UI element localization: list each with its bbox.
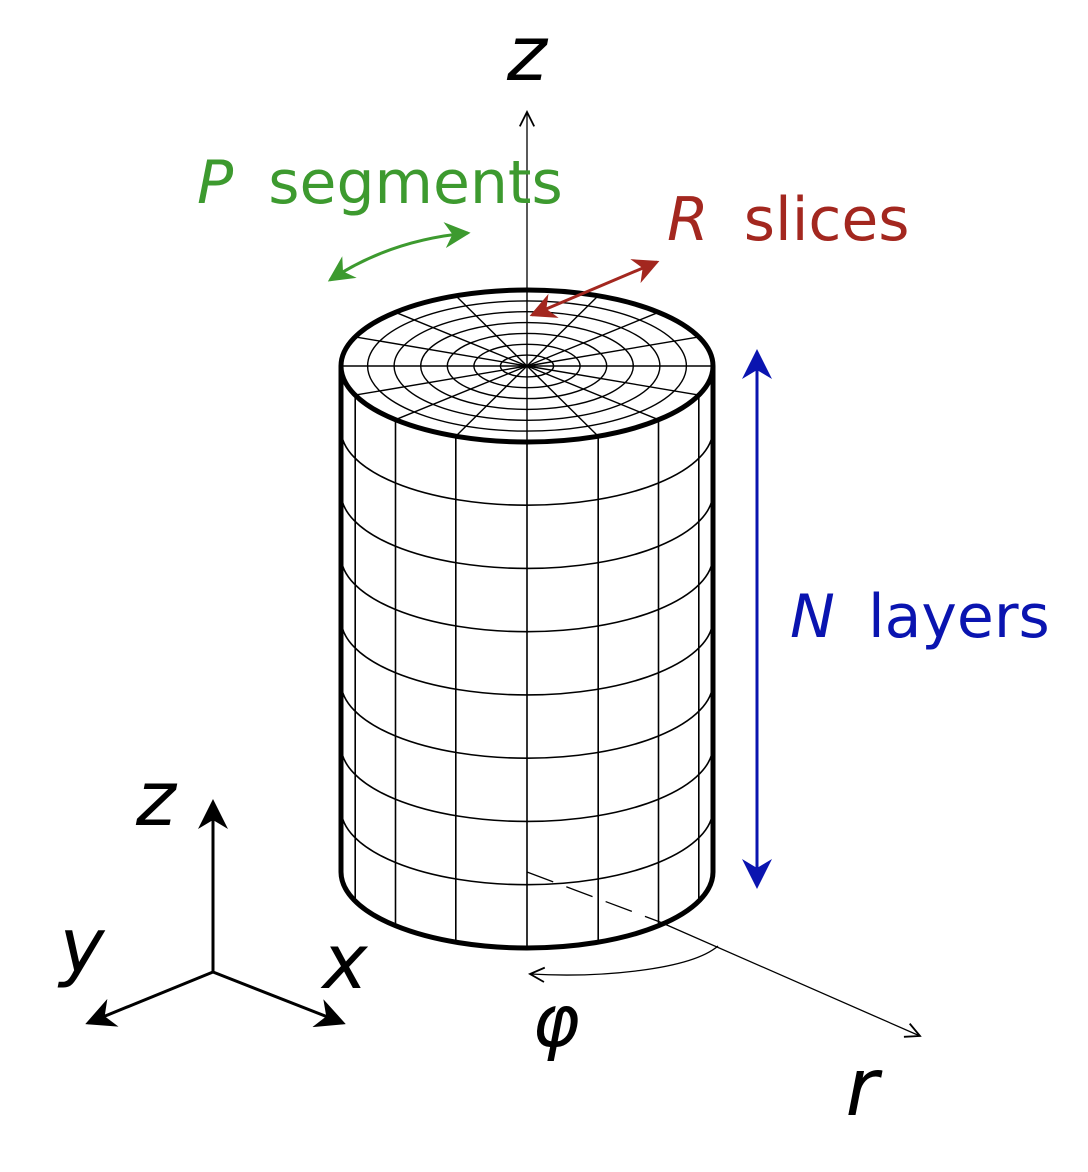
phi-label: φ (532, 979, 580, 1063)
top-slice-ring (499, 354, 555, 378)
z-axis-label: z (506, 9, 549, 98)
top-slice-ring (446, 332, 608, 400)
top-radial-line (526, 365, 699, 396)
slices-var: R (667, 185, 709, 255)
top-slice-ring (366, 300, 688, 432)
segments-label: P segments (197, 148, 563, 218)
top-radial-line (395, 311, 528, 367)
r-axis-label: r (846, 1041, 884, 1134)
top-radial-line (526, 336, 699, 367)
r-axis-line (659, 921, 920, 1036)
top-slice-ring (473, 343, 581, 389)
cylinder (338, 287, 716, 951)
cylinder-bottom-edge (338, 871, 716, 951)
top-slice-ring (420, 321, 635, 411)
cylinder-top-rim (338, 287, 716, 445)
coordinate-frame (85, 799, 346, 1028)
top-radial-line (526, 365, 659, 421)
segments-text: segments (268, 148, 562, 218)
layers-text: layers (868, 582, 1050, 652)
frame-y-arrow (85, 970, 214, 1027)
segments-var: P (197, 148, 234, 218)
frame-x-label: x (321, 917, 369, 1006)
top-radial-line (355, 365, 528, 396)
frame-y-label: y (58, 901, 106, 990)
top-radial-line (355, 336, 528, 367)
phi-arc (530, 945, 719, 975)
slices-label: R slices (667, 185, 910, 255)
top-slice-ring (393, 311, 661, 422)
top-radial-line (526, 311, 659, 367)
top-radial-line (395, 365, 528, 421)
layers-var: N (790, 582, 835, 652)
segment-lines (354, 395, 700, 948)
frame-x-arrow (212, 970, 346, 1028)
layers-label: N layers (790, 582, 1050, 652)
slices-text: slices (744, 185, 910, 255)
top-slice-rings (366, 300, 688, 432)
top-radial-line (526, 365, 599, 437)
top-radial-lines (341, 290, 713, 442)
top-radial-line (455, 295, 528, 367)
top-radial-line (455, 365, 528, 437)
frame-z-label: z (135, 754, 178, 843)
slices-arrow (529, 259, 660, 318)
segments-arrow (327, 222, 471, 282)
r-axis-hidden-line (526, 871, 661, 923)
